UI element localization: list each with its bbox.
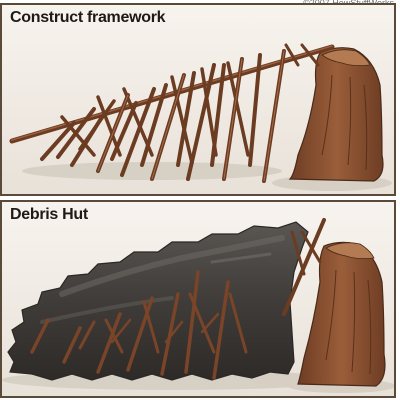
visible-sticks [30, 270, 248, 380]
panel-title: Construct framework [10, 9, 166, 26]
panel-title: Debris Hut [10, 206, 88, 223]
tree-stump-icon [288, 47, 384, 182]
debris-hut-scene [2, 202, 394, 396]
framework-scene [2, 5, 394, 194]
panel-debris-hut: Debris Hut [0, 200, 396, 398]
tree-stump-icon [297, 241, 386, 387]
stick-framework-icon [9, 43, 335, 183]
panel-construct-framework: Construct framework [0, 3, 396, 196]
entrance-sticks [282, 218, 326, 316]
